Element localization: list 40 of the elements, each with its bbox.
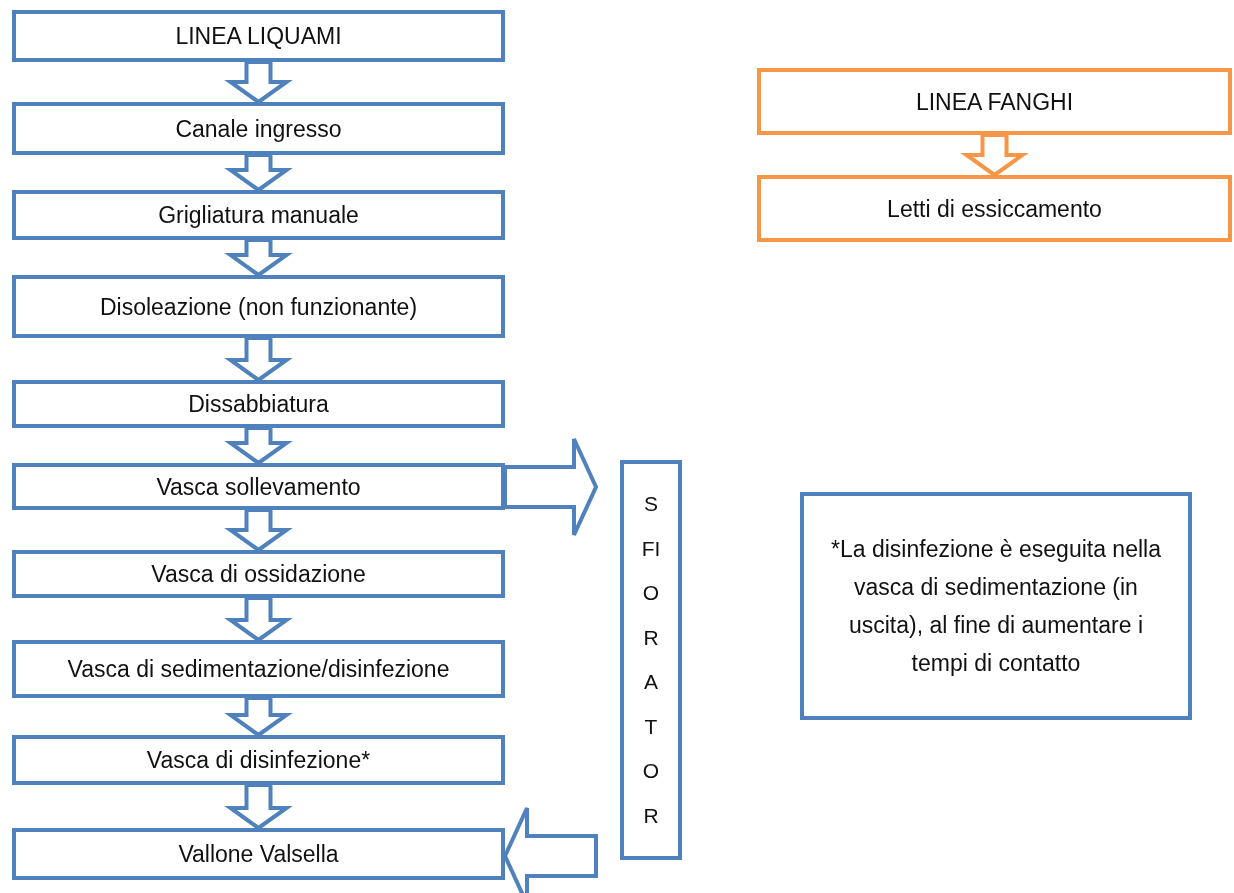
process-box — [12, 550, 505, 598]
process-box — [12, 463, 505, 510]
block-arrow — [224, 336, 293, 383]
box-label: Dissabbiatura — [187, 392, 330, 416]
box-label: Vallone Valsella — [177, 842, 340, 866]
note-text: *La disinfezione è eseguita nella vasca di sedimentazione (in uscita), al fine di aumentare i tempi di contatto — [830, 535, 1162, 678]
block-arrow — [224, 238, 293, 278]
process-box — [12, 735, 505, 785]
box-label: Grigliatura manuale — [157, 203, 360, 227]
process-box — [757, 68, 1232, 135]
block-arrow — [224, 783, 293, 831]
box-label: Vasca di ossidazione — [150, 562, 367, 586]
box-label: Letti di essiccamento — [886, 196, 1103, 221]
process-box — [12, 102, 505, 155]
box-label: Vasca di sedimentazione/disinfezione — [66, 657, 451, 681]
process-box — [12, 380, 505, 428]
block-arrow — [224, 153, 293, 193]
process-box — [12, 828, 505, 880]
process-box — [757, 175, 1232, 242]
box-label: Vasca sollevamento — [155, 474, 362, 499]
block-arrow — [502, 806, 598, 893]
note-box — [800, 492, 1192, 720]
box-label: LINEA FANGHI — [914, 89, 1075, 114]
block-arrow — [224, 696, 293, 738]
overflow-box — [620, 460, 682, 860]
process-box — [12, 190, 505, 240]
block-arrow — [224, 596, 293, 643]
box-label: Disoleazione (non funzionante) — [98, 294, 419, 319]
block-arrow — [503, 437, 599, 537]
box-label: Canale ingresso — [174, 116, 343, 141]
box-label: LINEA LIQUAMI — [174, 24, 343, 48]
block-arrow — [224, 508, 293, 553]
process-box — [12, 275, 505, 338]
box-label: SFIORATOR — [640, 491, 662, 829]
block-arrow — [224, 60, 293, 105]
block-arrow — [224, 426, 293, 466]
process-box — [12, 640, 505, 698]
process-box — [12, 10, 505, 62]
box-label: Vasca di disinfezione* — [145, 748, 372, 772]
block-arrow — [960, 133, 1029, 178]
